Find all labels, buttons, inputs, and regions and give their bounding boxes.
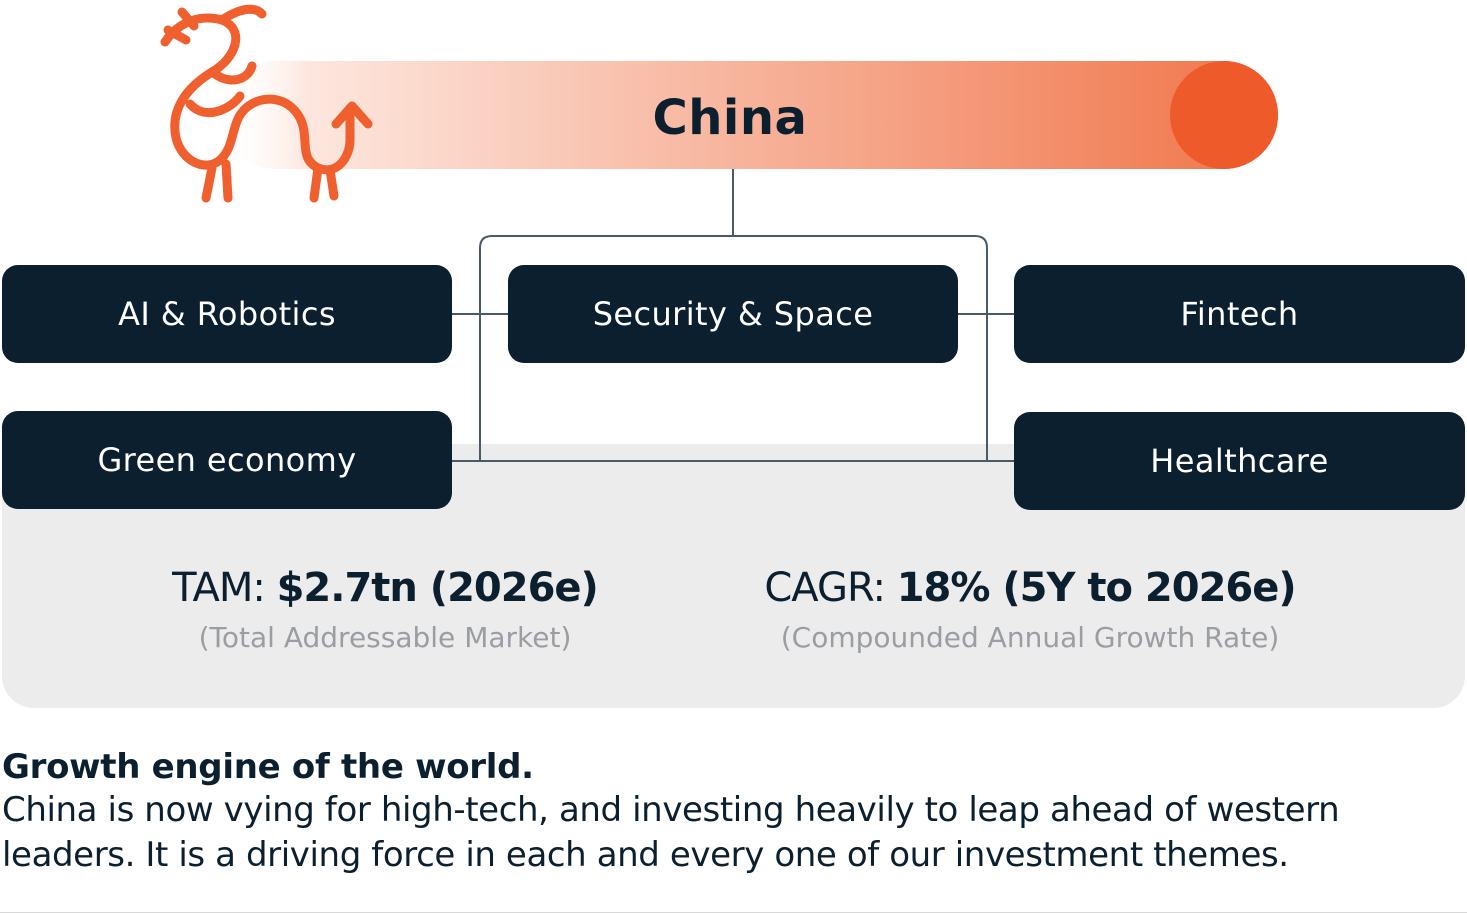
stat-tam-sub: (Total Addressable Market): [198, 621, 572, 654]
headline: Growth engine of the world.: [2, 747, 534, 787]
body-text: China is now vying for high-tech, and in…: [2, 790, 1340, 875]
stat-cagr: CAGR: 18% (5Y to 2026e) (Compounded Annu…: [705, 562, 1355, 658]
banner-gradient-bar: [220, 61, 1278, 169]
stat-cagr-main: CAGR: 18% (5Y to 2026e): [705, 562, 1355, 614]
banner-accent-circle: [1170, 61, 1278, 169]
stat-tam-main: TAM: $2.7tn (2026e): [130, 562, 640, 614]
stat-cagr-value: 18% (5Y to 2026e): [896, 565, 1297, 611]
stat-cagr-label: CAGR:: [764, 565, 897, 611]
theme-security-space-label: Security & Space: [592, 295, 874, 333]
theme-green-economy: Green economy: [2, 411, 452, 509]
china-banner: China: [0, 0, 1467, 215]
banner-graphic: [160, 4, 1278, 203]
stat-tam: TAM: $2.7tn (2026e) (Total Addressable M…: [130, 562, 640, 658]
dragon-icon: [160, 4, 373, 203]
banner-title: China: [652, 90, 808, 146]
connector-frame: [479, 235, 988, 461]
bottom-divider: [0, 912, 1467, 913]
theme-ai-robotics: AI & Robotics: [2, 265, 452, 363]
theme-healthcare: Healthcare: [1014, 412, 1465, 510]
stat-tam-value: $2.7tn (2026e): [276, 565, 599, 611]
theme-healthcare-label: Healthcare: [1150, 442, 1329, 480]
theme-fintech: Fintech: [1014, 265, 1465, 363]
theme-security-space: Security & Space: [508, 265, 958, 363]
theme-fintech-label: Fintech: [1180, 295, 1299, 333]
stat-cagr-sub: (Compounded Annual Growth Rate): [780, 621, 1280, 654]
stat-tam-label: TAM:: [172, 565, 277, 611]
theme-green-economy-label: Green economy: [97, 441, 357, 479]
theme-ai-robotics-label: AI & Robotics: [118, 295, 336, 333]
